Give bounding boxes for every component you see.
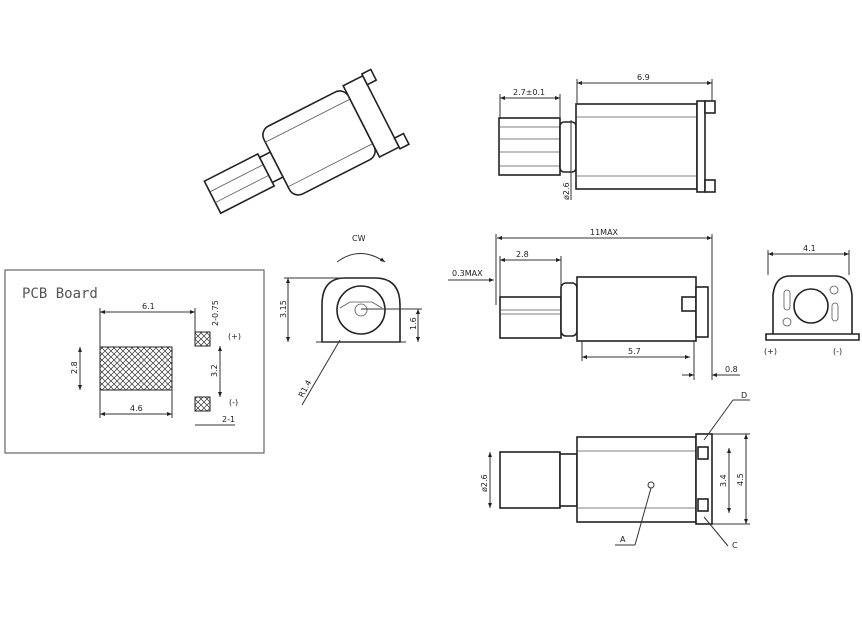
dim-2-0-75: 2-0.75 xyxy=(211,300,220,326)
bottom-view: A C D ø2.6 3.4 4.5 xyxy=(480,391,750,550)
dim-r1-4: R1.4 xyxy=(297,379,314,399)
dim-11max: 11MAX xyxy=(590,228,619,237)
label-negative: (-) xyxy=(229,398,238,407)
negative-pad xyxy=(194,396,211,412)
dim-0-3max: 0.3MAX xyxy=(452,269,483,278)
front-end-view: CW 3.15 1.6 R1.4 xyxy=(279,234,422,406)
rear-end-view: 4.1 (+) (-) xyxy=(764,244,860,356)
dim-4-5: 4.5 xyxy=(736,473,745,486)
dim-2-1: 2-1 xyxy=(222,415,235,424)
dim-3-15: 3.15 xyxy=(279,300,288,318)
dim-2-7: 2.7±0.1 xyxy=(513,88,545,97)
dim-5-7: 5.7 xyxy=(628,347,641,356)
pcb-board-panel: PCB Board 6.1 2-0.75 (+) 2.8 3.2 4.6 (-)… xyxy=(4,269,265,454)
label-positive: (+) xyxy=(228,332,241,341)
motor-pad xyxy=(99,346,173,391)
pcb-board-title: PCB Board xyxy=(22,286,98,302)
dim-diameter-top: ø2.6 xyxy=(562,182,571,200)
dim-3-2: 3.2 xyxy=(210,364,219,377)
positive-pad xyxy=(194,331,211,347)
rear-label-positive: (+) xyxy=(764,347,777,356)
label-c: C xyxy=(732,541,738,550)
dim-6-9: 6.9 xyxy=(637,73,650,82)
dim-1-6: 1.6 xyxy=(409,317,418,330)
dim-4-1: 4.1 xyxy=(803,244,816,253)
rotation-arrow-icon xyxy=(336,253,386,263)
dim-0-8: 0.8 xyxy=(725,365,738,374)
middle-side-view: 11MAX 2.8 0.3MAX 5.7 0.8 xyxy=(448,228,740,380)
dim-4-6: 4.6 xyxy=(130,404,143,413)
rotation-label: CW xyxy=(352,234,366,243)
dim-6-1: 6.1 xyxy=(142,302,155,311)
dim-diameter-bottom: ø2.6 xyxy=(480,474,489,492)
label-a: A xyxy=(620,535,626,544)
label-d: D xyxy=(741,391,747,400)
top-side-view: 2.7±0.1 6.9 ø2.6 xyxy=(498,73,716,200)
dim-2-8-mid: 2.8 xyxy=(516,250,529,259)
dim-3-4: 3.4 xyxy=(719,474,728,487)
dim-2-8: 2.8 xyxy=(70,361,79,374)
isometric-motor-view xyxy=(203,68,410,215)
rear-label-negative: (-) xyxy=(833,347,842,356)
